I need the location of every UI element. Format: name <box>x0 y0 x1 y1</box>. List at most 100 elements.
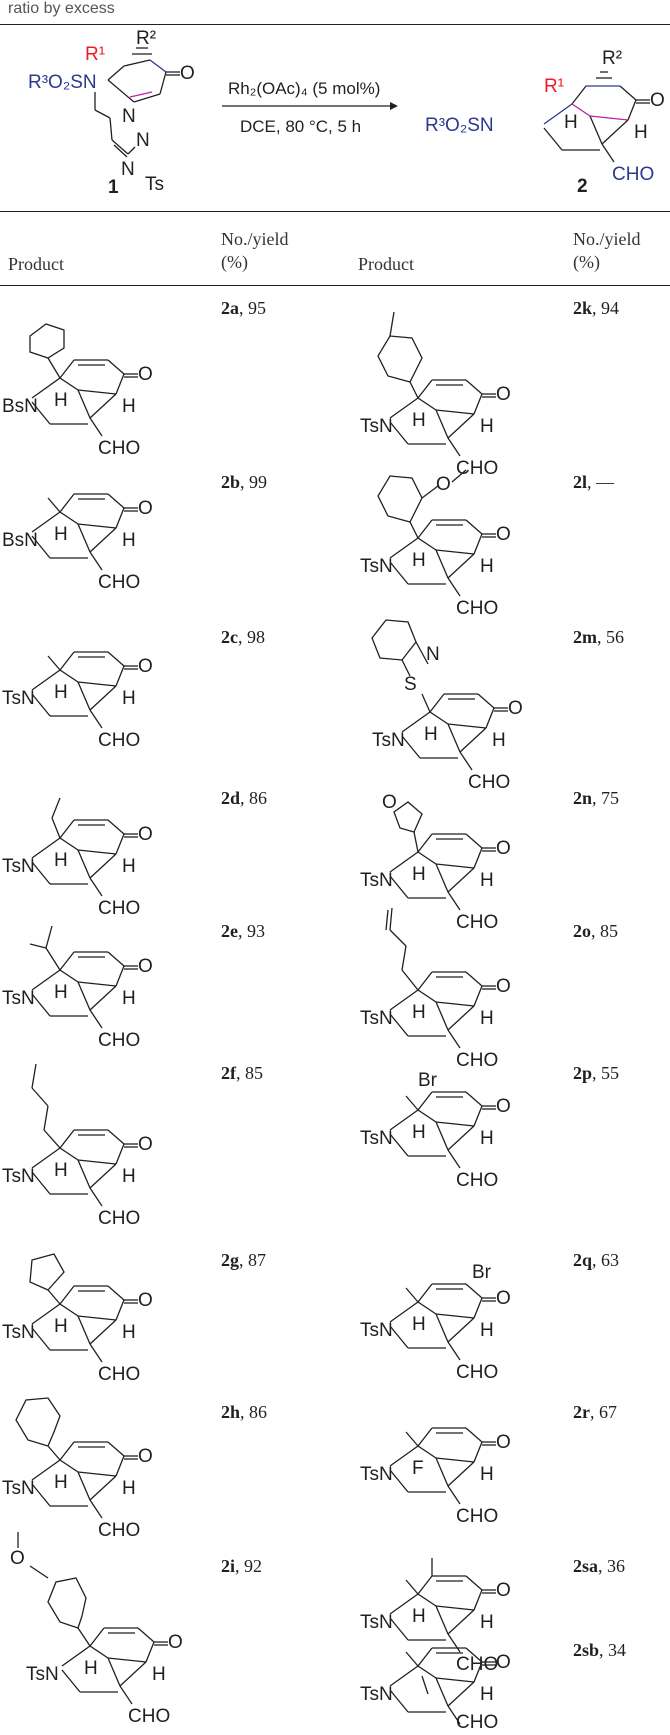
svg-text:H: H <box>122 1478 136 1499</box>
svg-text:1: 1 <box>108 177 119 198</box>
svg-text:R²: R² <box>136 28 156 49</box>
svg-text:CHO: CHO <box>98 730 140 751</box>
svg-text:O: O <box>650 90 665 111</box>
structure-2k: TsN H H O CHO <box>360 311 511 479</box>
svg-text:O: O <box>138 1134 153 1155</box>
svg-text:CHO: CHO <box>98 1364 140 1385</box>
svg-text:H: H <box>122 856 136 877</box>
scheme-bottom-rule <box>0 211 670 212</box>
svg-text:TsN: TsN <box>2 1478 35 1499</box>
svg-text:H: H <box>634 122 648 143</box>
svg-text:TsN: TsN <box>372 730 405 751</box>
svg-text:H: H <box>122 1166 136 1187</box>
svg-text:CHO: CHO <box>456 1362 498 1383</box>
svg-text:R³O₂SN: R³O₂SN <box>425 115 494 136</box>
svg-text:H: H <box>54 1472 68 1493</box>
svg-text:R³O₂SN: R³O₂SN <box>28 72 97 93</box>
svg-text:CHO: CHO <box>456 458 498 479</box>
structure-2h: TsN H H O CHO <box>2 1397 153 1541</box>
svg-text:O: O <box>138 1290 153 1311</box>
svg-text:H: H <box>152 1664 166 1685</box>
table-top-rule <box>0 24 670 25</box>
svg-text:H: H <box>480 556 494 577</box>
svg-text:H: H <box>412 410 426 431</box>
svg-text:H: H <box>84 1658 98 1679</box>
svg-text:O: O <box>496 838 511 859</box>
svg-text:CHO: CHO <box>98 438 140 459</box>
yield-2k: 2k, 94 <box>573 298 620 318</box>
svg-text:TsN: TsN <box>2 1322 35 1343</box>
structure-2l: O TsN H H O CHO <box>360 469 511 619</box>
svg-text:TsN: TsN <box>2 1166 35 1187</box>
svg-text:TsN: TsN <box>360 416 393 437</box>
yield-2n: 2n, 75 <box>573 788 620 808</box>
svg-text:Ts: Ts <box>145 174 164 195</box>
svg-text:TsN: TsN <box>360 1128 393 1149</box>
svg-text:N: N <box>426 644 440 665</box>
svg-text:H: H <box>122 688 136 709</box>
svg-text:H: H <box>122 396 136 417</box>
svg-text:TsN: TsN <box>360 1464 393 1485</box>
svg-text:BsN: BsN <box>2 530 38 551</box>
svg-text:CHO: CHO <box>98 898 140 919</box>
structure-2o: TsN H H O CHO <box>360 907 511 1071</box>
svg-text:TsN: TsN <box>360 1320 393 1341</box>
svg-text:O: O <box>496 1432 511 1453</box>
structure-2c: TsN H H O CHO <box>2 651 153 751</box>
yield-2p: 2p, 55 <box>573 1063 620 1083</box>
yield-2sa: 2sa, 36 <box>573 1556 626 1576</box>
svg-text:H: H <box>54 1160 68 1181</box>
svg-text:CHO: CHO <box>612 164 654 185</box>
svg-text:O: O <box>138 656 153 677</box>
reaction-arrow: Rh₂(OAc)₄ (5 mol%) DCE, 80 °C, 5 h <box>222 79 398 136</box>
svg-text:CHO: CHO <box>98 572 140 593</box>
svg-text:O: O <box>496 524 511 545</box>
svg-text:H: H <box>412 864 426 885</box>
svg-text:CHO: CHO <box>98 1208 140 1229</box>
structure-2sa: TsN H H O CHO <box>360 1558 511 1675</box>
svg-text:DCE, 80 °C, 5 h: DCE, 80 °C, 5 h <box>240 117 361 136</box>
svg-text:O: O <box>496 1096 511 1117</box>
svg-text:TsN: TsN <box>360 1008 393 1029</box>
svg-text:H: H <box>54 682 68 703</box>
svg-text:O: O <box>138 956 153 977</box>
svg-text:H: H <box>480 1684 494 1705</box>
structure-2q: Br TsN H H O CHO <box>360 1262 511 1383</box>
yield-2f: 2f, 85 <box>221 1063 263 1083</box>
yield-2o: 2o, 85 <box>573 921 618 941</box>
svg-text:CHO: CHO <box>456 1050 498 1071</box>
svg-text:H: H <box>480 870 494 891</box>
svg-text:CHO: CHO <box>128 1706 170 1727</box>
svg-text:H: H <box>122 530 136 551</box>
svg-text:N: N <box>121 159 135 180</box>
structure-2r: TsN F H O CHO <box>360 1427 511 1527</box>
svg-text:H: H <box>424 724 438 745</box>
structure-2p: Br TsN H H O CHO <box>360 1070 511 1191</box>
svg-text:CHO: CHO <box>468 772 510 793</box>
svg-text:TsN: TsN <box>2 688 35 709</box>
svg-text:H: H <box>412 550 426 571</box>
header-bottom-rule <box>0 285 670 286</box>
yield-2i: 2i, 92 <box>221 1556 263 1576</box>
svg-text:H: H <box>492 730 506 751</box>
svg-text:H: H <box>54 982 68 1003</box>
structure-2d: TsN H H O CHO <box>2 797 153 919</box>
svg-text:H: H <box>54 850 68 871</box>
yield-2h: 2h, 86 <box>221 1402 268 1422</box>
scheme-starting-material: O R² R¹ R³O₂SN N N N Ts 1 <box>28 28 195 198</box>
col-header-yield-left: No./yield (%) <box>221 229 289 272</box>
svg-text:R²: R² <box>602 48 622 69</box>
svg-text:O: O <box>496 976 511 997</box>
svg-text:H: H <box>480 1128 494 1149</box>
yield-2d: 2d, 86 <box>221 788 268 808</box>
structure-2m: N S TsN H H O CHO <box>371 619 523 793</box>
yield-2a: 2a, 95 <box>221 298 266 318</box>
structure-2e: TsN H H O CHO <box>2 925 153 1051</box>
svg-text:H: H <box>480 1320 494 1341</box>
svg-text:BsN: BsN <box>2 396 38 417</box>
svg-text:TsN: TsN <box>360 870 393 891</box>
yield-2g: 2g, 87 <box>221 1250 266 1270</box>
svg-text:H: H <box>480 1008 494 1029</box>
svg-text:TsN: TsN <box>26 1664 59 1685</box>
